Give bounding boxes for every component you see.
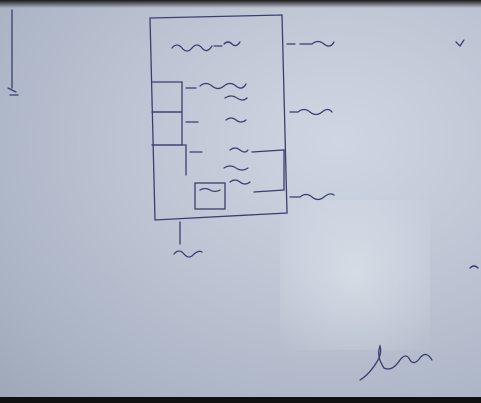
inner-small-box [194, 182, 226, 210]
row-3-label [189, 147, 249, 153]
left-block-2 [151, 111, 183, 146]
right-inner-label [223, 165, 251, 185]
bottom-label [173, 250, 203, 258]
left-block-1 [151, 81, 183, 113]
right-inner-block [251, 149, 285, 193]
top-right-mark [455, 39, 465, 48]
top-shadow [0, 0, 481, 8]
bottom-shadow [0, 397, 481, 403]
right-top-label [299, 40, 335, 47]
title-scribble [171, 41, 241, 52]
left-block-3 [151, 144, 187, 176]
signature [359, 344, 433, 381]
right-bottom-label [289, 193, 335, 201]
left-margin-tick [7, 87, 19, 96]
row-2-label [185, 117, 247, 123]
right-mid-label [289, 108, 333, 116]
inner-box-label [199, 187, 221, 193]
right-edge-mark [469, 265, 479, 269]
row-1-label [185, 82, 248, 101]
main-box [149, 14, 288, 221]
light-glare [280, 200, 430, 350]
